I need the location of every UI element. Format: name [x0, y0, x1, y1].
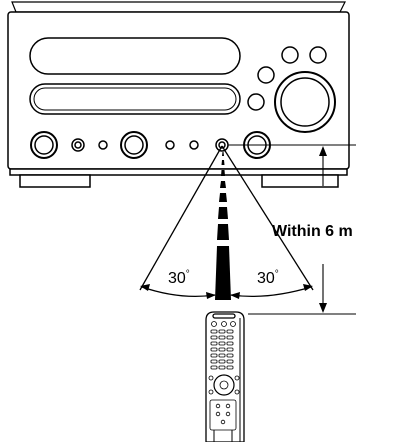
unit-foot-right: [261, 174, 339, 188]
key: [226, 341, 234, 346]
arc-right: [230, 286, 312, 298]
arrowhead-right-outer: [303, 284, 313, 291]
disc-slot-upper: [29, 37, 241, 75]
arrowhead-right-inner: [230, 292, 240, 299]
key: [218, 353, 226, 358]
key: [210, 365, 218, 370]
remote-ir-window: [212, 313, 236, 319]
key: [218, 347, 226, 352]
key: [210, 353, 218, 358]
beam-segment-4: [219, 193, 227, 202]
key: [218, 335, 226, 340]
disc-slot-lower-inner: [33, 87, 237, 111]
distance-arrowheads: [319, 146, 327, 313]
small-button-3: [189, 140, 199, 150]
key: [210, 329, 218, 334]
cone-edge-right: [221, 145, 314, 291]
remote-side-btn-left: [208, 375, 214, 381]
remote-lower-btn-5: [220, 419, 226, 425]
volume-knob-inner: [280, 77, 330, 127]
beam-segment-7: [221, 160, 225, 165]
distance-label: Within 6 m: [272, 223, 353, 240]
top-button-3: [257, 66, 275, 84]
key: [210, 335, 218, 340]
remote-btn-top-3: [230, 321, 236, 327]
remote-lower-panel: [209, 399, 237, 431]
cone-edge-left: [139, 145, 223, 291]
key: [226, 353, 234, 358]
beam-segment-3: [218, 207, 228, 219]
key: [226, 359, 234, 364]
dim-arrowhead-bottom: [319, 303, 327, 313]
remote-lower-btn-1: [215, 403, 221, 409]
key: [218, 329, 226, 334]
signal-cone: [139, 145, 314, 291]
key: [226, 365, 234, 370]
ir-sensor-inner: [218, 141, 226, 149]
small-button-2: [165, 140, 175, 150]
beam-segment-5: [220, 181, 226, 188]
beam-segment-solid: [215, 246, 231, 300]
key: [226, 347, 234, 352]
side-button: [247, 93, 265, 111]
arrowhead-left-outer: [140, 284, 150, 291]
top-button-1: [281, 46, 299, 64]
remote-keypad: [210, 329, 234, 370]
small-button-1: [98, 140, 108, 150]
remote-btn-top-2: [221, 321, 227, 327]
arc-left: [141, 286, 216, 297]
key: [210, 347, 218, 352]
remote-side-btn-right-2: [234, 389, 240, 395]
arrowhead-left-inner: [206, 292, 216, 299]
center-knob-inner: [124, 135, 144, 155]
power-button-inner: [34, 135, 54, 155]
remote-btn-power: [211, 321, 217, 327]
beam-segment-6: [221, 170, 225, 176]
key: [210, 341, 218, 346]
top-button-2: [309, 46, 327, 64]
remote-side-btn-left-2: [208, 389, 214, 395]
key: [226, 335, 234, 340]
angle-label-left: 30°: [168, 269, 190, 287]
remote-side-btn-right: [234, 375, 240, 381]
key: [226, 329, 234, 334]
remote-lower-btn-4: [225, 411, 231, 417]
signal-beam: [215, 152, 231, 300]
remote-buttons: [208, 321, 240, 431]
stereo-unit: [7, 1, 350, 188]
key: [218, 341, 226, 346]
headphone-jack-inner: [74, 141, 82, 149]
unit-foot-left: [19, 174, 91, 188]
unit-base: [9, 168, 348, 176]
key: [210, 359, 218, 364]
beam-segment-2: [217, 224, 229, 240]
angle-label-right: 30°: [257, 269, 279, 287]
dim-arrowhead-top: [319, 146, 327, 156]
key: [218, 365, 226, 370]
arc-arrowheads: [140, 284, 313, 299]
remote-bottom-lines: [213, 430, 233, 442]
unit-top-panel: [11, 1, 346, 13]
remote-dpad-inner: [219, 380, 229, 390]
remote-lower-btn-3: [215, 411, 221, 417]
key: [218, 359, 226, 364]
remote-lower-btn-2: [225, 403, 231, 409]
beam-segment-8: [222, 152, 224, 156]
